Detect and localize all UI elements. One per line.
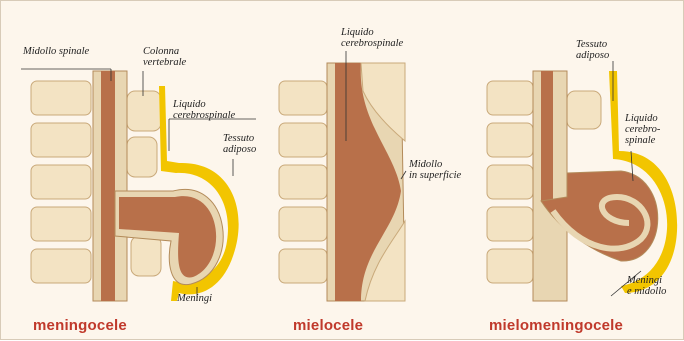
label-midollo-in-superficie: Midollo in superficie — [409, 159, 461, 181]
panel-mielocele-art — [279, 51, 406, 301]
title-meningocele: meningocele — [33, 317, 127, 334]
spinal-cord-3 — [541, 71, 553, 201]
title-mielocele: mielocele — [293, 317, 363, 334]
label-midollo-spinale: Midollo spinale — [23, 46, 89, 57]
label-meningi-1: Meningi — [177, 293, 212, 304]
label-tessuto-adiposo-3: Tessuto adiposo — [576, 39, 609, 61]
label-liquido-cerebrospinale-2: Liquido cerebrospinale — [341, 27, 403, 49]
label-tessuto-adiposo-1: Tessuto adiposo — [223, 133, 256, 155]
title-mielomeningocele: mielomeningocele — [489, 317, 623, 334]
vertebral-column-2 — [279, 81, 327, 283]
label-meningi-e-midollo: Meningi e midollo — [627, 275, 666, 297]
spinal-cord-1 — [101, 71, 115, 301]
label-liquido-cerebro-spinale-3: Liquido cerebro- spinale — [625, 113, 660, 146]
label-liquido-cerebrospinale-1: Liquido cerebrospinale — [173, 99, 235, 121]
label-colonna-vertebrale: Colonna vertebrale — [143, 46, 186, 68]
panel-mielomeningocele-art — [487, 61, 677, 301]
